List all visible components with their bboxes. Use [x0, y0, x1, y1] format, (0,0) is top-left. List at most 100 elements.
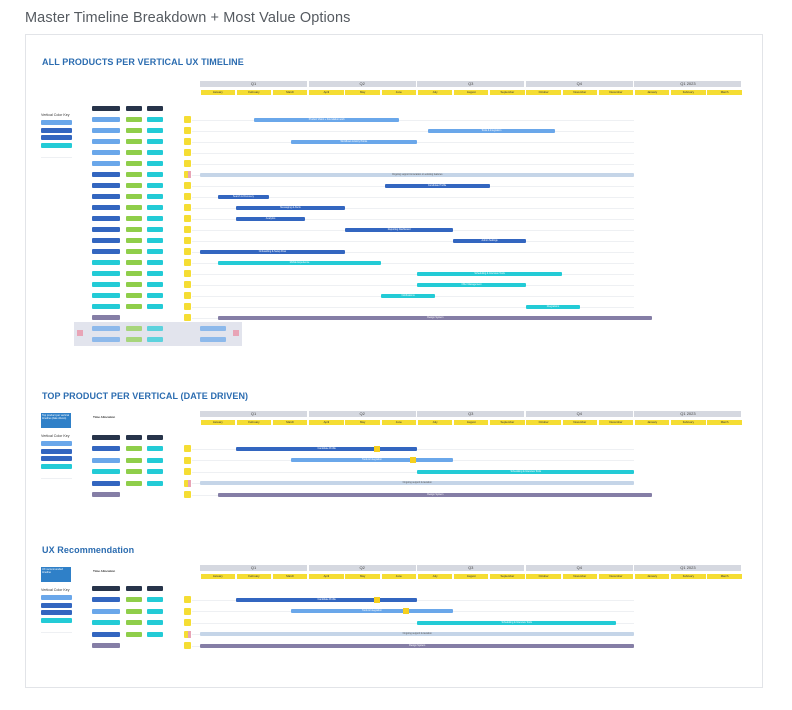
- status-marker: [184, 138, 191, 145]
- column-header-block: [147, 435, 163, 440]
- timeline-bar[interactable]: Mobile Experience: [218, 260, 381, 265]
- row-gridline: [192, 251, 635, 253]
- timeline-bar[interactable]: Messaging & Alerts: [236, 205, 345, 210]
- effort-block: [147, 150, 163, 155]
- timeline-bar[interactable]: Onboarding & Setup Flow: [200, 249, 345, 254]
- color-key-divider: [41, 632, 72, 633]
- vertical-product-block[interactable]: [92, 139, 120, 144]
- effort-block: [147, 227, 163, 232]
- timeline-bar[interactable]: Notifications: [381, 293, 436, 298]
- timeline-bar[interactable]: Workflows & Entry Points: [290, 139, 418, 144]
- month-header: January: [200, 90, 235, 95]
- vertical-product-block[interactable]: [92, 183, 120, 188]
- effort-block: [147, 608, 163, 614]
- timeline-bar[interactable]: Scheduling & Interview Tools: [417, 469, 635, 474]
- vertical-product-block[interactable]: [92, 161, 120, 166]
- team-block: [126, 446, 142, 451]
- timeline-bar[interactable]: Tools & Integration: [290, 458, 454, 462]
- timeline-bar[interactable]: Scheduling & Interview Tools: [417, 620, 617, 625]
- effort-block: [147, 139, 163, 144]
- milestone-marker[interactable]: [373, 596, 380, 603]
- timeline-note: Top product per vertical timeline (date …: [41, 413, 71, 428]
- vertical-product-block[interactable]: [92, 249, 120, 254]
- timeline-bar[interactable]: Search & Discovery: [218, 194, 269, 199]
- vertical-product-block[interactable]: [92, 216, 120, 221]
- month-header: May: [345, 574, 380, 579]
- timeline-bar[interactable]: Tools & Integration: [428, 128, 555, 133]
- vertical-product-block[interactable]: [92, 205, 120, 210]
- vertical-product-block[interactable]: [92, 631, 120, 637]
- team-block: [126, 172, 142, 177]
- timeline-bar[interactable]: Admin Settings: [453, 238, 526, 243]
- milestone-marker[interactable]: [409, 457, 416, 463]
- status-marker: [184, 237, 191, 244]
- timeline-bar[interactable]: Tools & Integration: [290, 609, 454, 613]
- vertical-product-block[interactable]: [92, 446, 120, 451]
- quarter-header: Q1: [200, 411, 308, 417]
- vertical-product-block[interactable]: [92, 238, 120, 243]
- vertical-product-block[interactable]: [92, 315, 120, 320]
- row-gridline: [192, 130, 635, 132]
- vertical-product-block[interactable]: [92, 172, 120, 177]
- vertical-product-block[interactable]: [92, 643, 120, 648]
- vertical-product-block[interactable]: [92, 271, 120, 276]
- vertical-product-block[interactable]: [92, 150, 120, 155]
- status-marker: [184, 116, 191, 123]
- timeline-bar[interactable]: Ongoing support & iteration: [200, 632, 635, 636]
- quarter-header: Q3: [417, 81, 525, 87]
- selected-row-block: [92, 337, 120, 342]
- month-header: September: [490, 420, 525, 425]
- vertical-product-block[interactable]: [92, 597, 120, 602]
- month-header: July: [417, 420, 453, 425]
- effort-block: [147, 183, 163, 188]
- vertical-product-block[interactable]: [92, 227, 120, 232]
- month-header: January: [200, 574, 235, 579]
- team-block: [126, 293, 142, 298]
- timeline-bar[interactable]: Design System: [218, 492, 653, 497]
- timeline-bar[interactable]: Candidate Profile: [236, 597, 418, 602]
- timeline-bar[interactable]: Ongoing support & iteration on existing …: [200, 172, 635, 177]
- effort-block: [147, 238, 163, 243]
- color-key-divider: [41, 157, 72, 158]
- timeline-bar[interactable]: Reporting Dashboard: [344, 227, 454, 232]
- timeline-bar[interactable]: Design System: [200, 643, 635, 648]
- vertical-product-block[interactable]: [92, 304, 120, 309]
- vertical-product-block[interactable]: [92, 480, 120, 486]
- milestone-marker[interactable]: [402, 608, 409, 614]
- month-header: April: [309, 90, 344, 95]
- color-key-swatch: [41, 142, 72, 148]
- vertical-product-block[interactable]: [92, 194, 120, 199]
- color-key-swatch: [41, 456, 72, 461]
- team-block: [126, 216, 142, 221]
- vertical-product-block[interactable]: [92, 282, 120, 287]
- vertical-product-block[interactable]: [92, 620, 120, 625]
- vertical-product-block[interactable]: [92, 469, 120, 474]
- timeline-bar[interactable]: Candidate Profile: [384, 183, 490, 188]
- column-header-block: [126, 106, 142, 111]
- vertical-product-block[interactable]: [92, 128, 120, 133]
- vertical-product-block[interactable]: [92, 608, 120, 614]
- vertical-product-block[interactable]: [92, 457, 120, 463]
- vertical-product-block[interactable]: [92, 492, 120, 497]
- vertical-color-key-label: Vertical Color Key: [41, 588, 70, 592]
- team-block: [126, 608, 142, 614]
- timeline-bar[interactable]: Design System: [218, 315, 653, 320]
- status-marker: [184, 226, 191, 233]
- timeline-bar[interactable]: Ongoing support & iteration: [200, 481, 635, 485]
- vertical-product-block[interactable]: [92, 117, 120, 122]
- vertical-product-block[interactable]: [92, 260, 120, 265]
- status-marker: [184, 259, 191, 266]
- month-header: October: [526, 90, 561, 95]
- timeline-bar[interactable]: Product Vision + Foundation work: [254, 117, 400, 122]
- vertical-color-key-label: Vertical Color Key: [41, 113, 70, 117]
- timeline-bar[interactable]: Scheduling & Interview Tools: [417, 271, 562, 276]
- color-key-swatch: [41, 127, 72, 133]
- timeline-bar[interactable]: Integrations: [525, 304, 581, 309]
- timeline-bar[interactable]: Offer Management: [417, 282, 526, 287]
- timeline-bar[interactable]: Candidate Profile: [236, 446, 418, 451]
- timeline-bar[interactable]: Analytics: [236, 216, 305, 221]
- vertical-product-block[interactable]: [92, 293, 120, 298]
- milestone-marker[interactable]: [373, 445, 380, 452]
- row-gridline: [192, 119, 635, 121]
